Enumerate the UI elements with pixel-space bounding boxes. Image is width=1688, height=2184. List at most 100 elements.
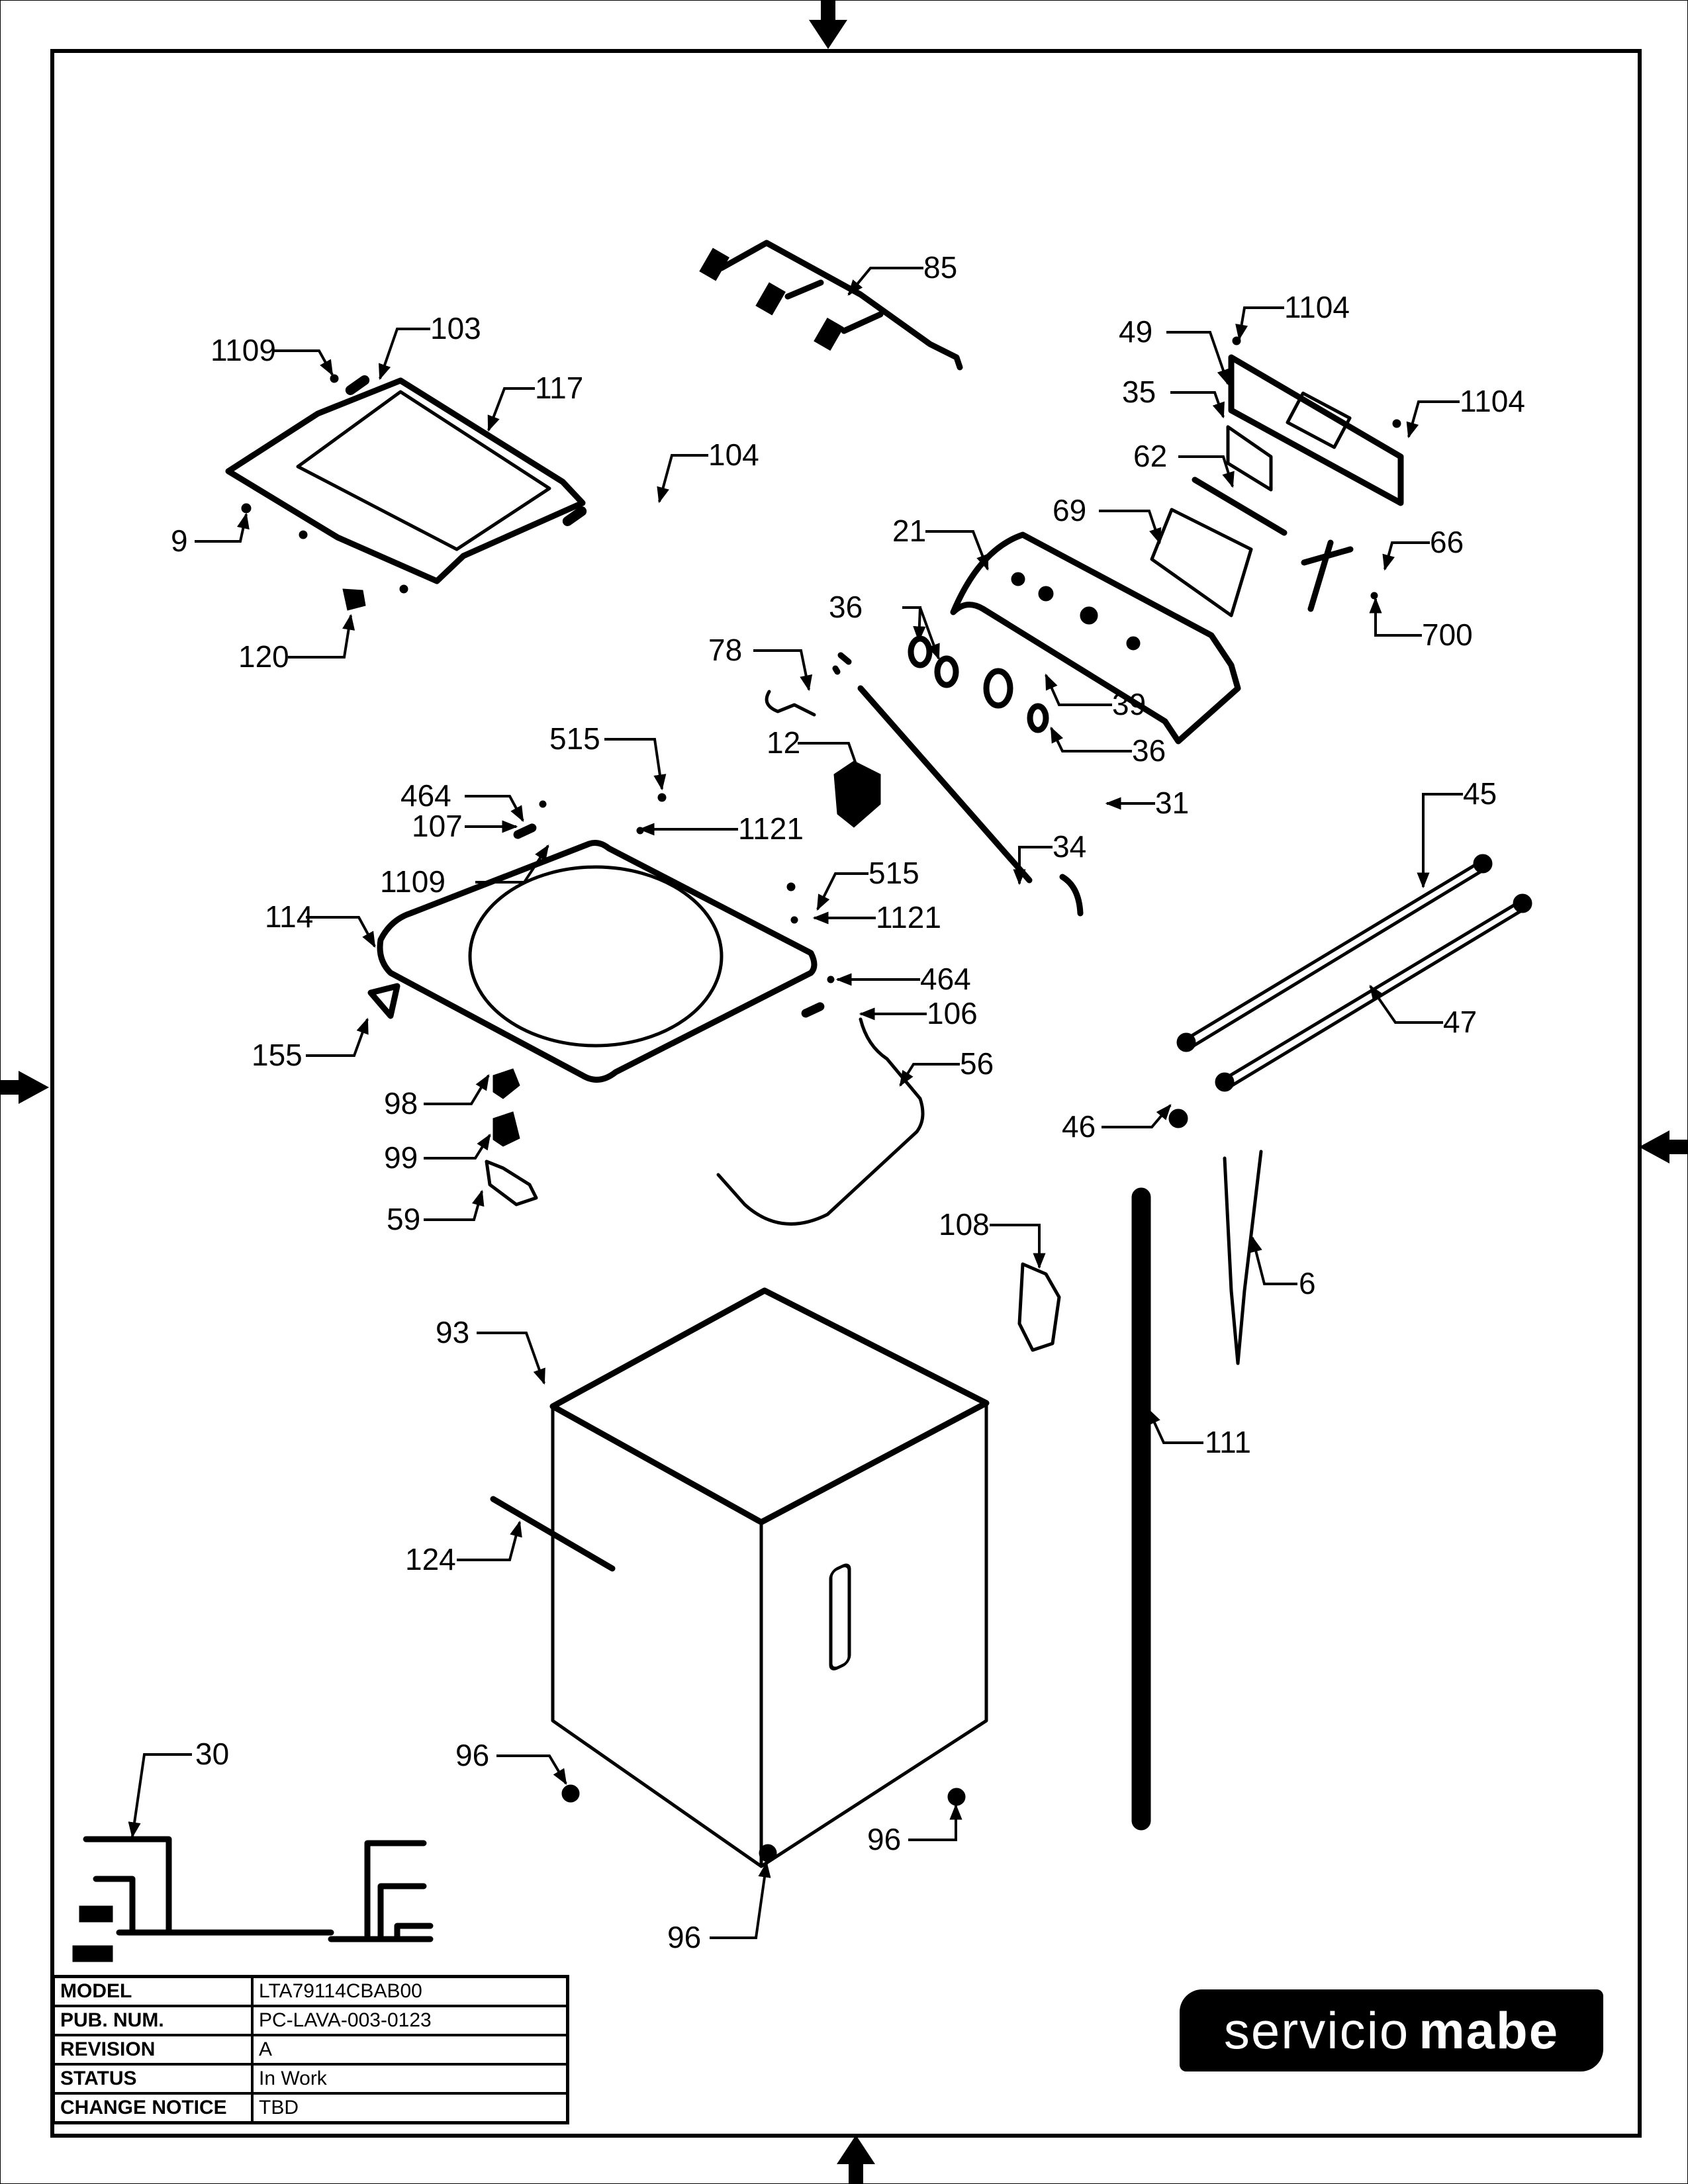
callout-47: 47 — [1443, 1005, 1477, 1039]
center-mark-top-arrow-icon — [809, 0, 847, 49]
callout-1109: 1109 — [380, 864, 445, 899]
callout-515: 515 — [549, 721, 600, 756]
part-78-clip-tip — [832, 652, 852, 675]
part-34-rod — [857, 685, 1033, 884]
drawing-frame — [50, 49, 1642, 2138]
part-155-bracket — [367, 983, 400, 1019]
part-31-hose — [1059, 874, 1084, 917]
callout-36: 36 — [1132, 733, 1166, 768]
part-108-pump-bracket — [1017, 1262, 1061, 1352]
callout-96: 96 — [455, 1738, 489, 1772]
part-1121-screw — [790, 916, 798, 924]
callout-111: 111 — [1205, 1425, 1251, 1459]
callout-108: 108 — [939, 1207, 990, 1242]
callout-34: 34 — [1053, 829, 1086, 864]
callout-49: 49 — [1119, 314, 1152, 349]
callout-1121: 1121 — [876, 900, 941, 934]
callout-78: 78 — [708, 633, 742, 667]
part-96-foot — [947, 1788, 966, 1806]
title-block-row: CHANGE NOTICE TBD — [52, 2092, 569, 2124]
part-21-console — [950, 531, 1241, 745]
callout-464: 464 — [920, 962, 971, 996]
logo-word-servicio: servicio — [1223, 2001, 1410, 2060]
part-106-hinge-bracket — [801, 1002, 825, 1018]
callout-85: 85 — [923, 250, 957, 285]
callout-96: 96 — [867, 1822, 901, 1856]
part-700-screw — [1370, 592, 1378, 600]
callout-93: 93 — [436, 1315, 469, 1349]
callout-21: 21 — [892, 514, 926, 548]
callout-45: 45 — [1463, 776, 1497, 811]
part-1109-screw — [330, 374, 339, 383]
model-value: LTA79114CBAB00 — [251, 1975, 569, 2007]
callout-515: 515 — [868, 856, 919, 890]
center-mark-left-arrow-icon — [0, 1071, 49, 1104]
callout-117: 117 — [535, 371, 583, 405]
callout-66: 66 — [1430, 525, 1464, 559]
part-117-lid — [225, 377, 586, 584]
callout-30: 30 — [195, 1737, 229, 1771]
title-block-row: REVISION A — [52, 2034, 569, 2066]
callout-6: 6 — [1299, 1266, 1316, 1300]
callout-59: 59 — [387, 1202, 420, 1236]
screw-dot — [399, 584, 408, 594]
title-block: MODEL LTA79114CBAB00 PUB. NUM. PC-LAVA-0… — [52, 1975, 569, 2124]
part-515-screw — [657, 793, 667, 802]
part-96-foot — [759, 1844, 777, 1862]
callout-103: 103 — [430, 311, 481, 345]
part-62-switch-assembly — [1192, 477, 1288, 536]
part-103-hinge — [345, 375, 370, 395]
callout-labels: 85 1104 49 1104 35 62 69 66 21 700 36 78… — [171, 250, 1525, 1954]
title-block-row: PUB. NUM. PC-LAVA-003-0123 — [52, 2005, 569, 2036]
part-9-screw — [241, 503, 252, 514]
logo-word-mabe: mabe — [1419, 2001, 1560, 2060]
part-49-display-panel — [1228, 354, 1404, 506]
part-35-window — [1226, 425, 1273, 492]
callout-1109: 1109 — [211, 333, 276, 367]
callout-69: 69 — [1053, 493, 1086, 527]
callout-35: 35 — [1122, 375, 1156, 409]
servicio-mabe-logo: servicio mabe — [1180, 1989, 1603, 2071]
pub-num-value: PC-LAVA-003-0123 — [251, 2005, 569, 2036]
callout-120: 120 — [238, 639, 289, 674]
change-notice-value: TBD — [251, 2092, 569, 2124]
part-93-cabinet — [549, 1287, 990, 1868]
callout-56: 56 — [960, 1046, 994, 1081]
center-mark-right-arrow-icon — [1639, 1130, 1688, 1163]
callout-1121: 1121 — [738, 811, 804, 846]
callout-106: 106 — [927, 996, 978, 1030]
part-56-hose — [716, 1017, 925, 1226]
status-value: In Work — [251, 2063, 569, 2095]
callout-31: 31 — [1155, 786, 1189, 820]
callout-98: 98 — [384, 1086, 418, 1120]
callout-700: 700 — [1422, 617, 1473, 652]
callout-464: 464 — [400, 778, 451, 813]
part-96-foot — [561, 1784, 580, 1803]
callout-104: 104 — [708, 437, 759, 472]
title-block-key: PUB. NUM. — [52, 2005, 254, 2036]
title-block-row: MODEL LTA79114CBAB00 — [52, 1975, 569, 2007]
leader-lines — [128, 267, 1463, 1939]
part-98-switch — [492, 1068, 520, 1099]
part-78-clip — [765, 690, 816, 717]
callout-9: 9 — [171, 523, 188, 558]
part-59-lock — [485, 1160, 538, 1206]
part-515-screw — [786, 882, 796, 891]
part-99-actuator — [492, 1111, 520, 1147]
callout-36: 36 — [829, 590, 863, 624]
part-1104-screw — [1392, 419, 1401, 428]
revision-value: A — [251, 2034, 569, 2066]
callout-99: 99 — [384, 1140, 418, 1175]
part-124-brace — [490, 1496, 616, 1572]
center-mark-bottom-arrow-icon — [837, 2135, 875, 2184]
title-block-key: MODEL — [52, 1975, 254, 2007]
part-104-hinge — [562, 506, 587, 526]
part-69-control-board — [1150, 508, 1253, 617]
part-111-pole — [1131, 1187, 1151, 1831]
callout-12: 12 — [767, 725, 800, 760]
title-block-key: STATUS — [52, 2063, 254, 2095]
title-block-key: REVISION — [52, 2034, 254, 2066]
callout-62: 62 — [1133, 439, 1167, 473]
callout-1104: 1104 — [1460, 384, 1525, 418]
